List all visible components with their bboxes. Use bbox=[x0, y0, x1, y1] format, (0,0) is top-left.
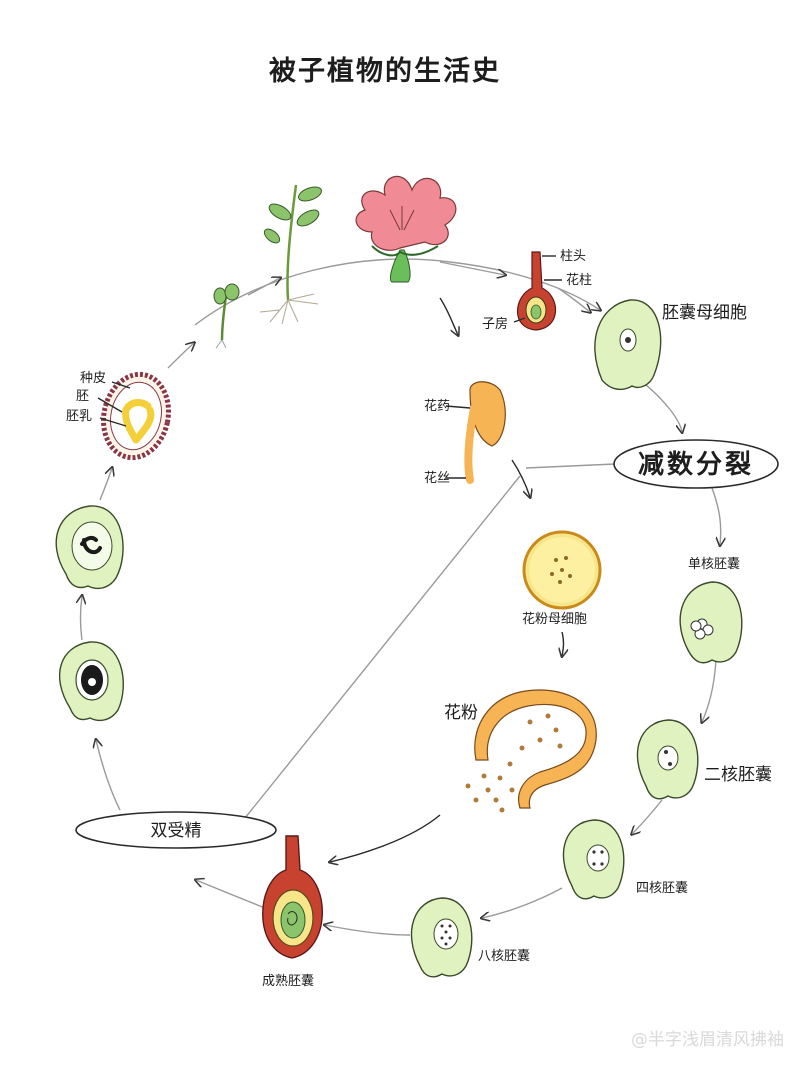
ovule-binucleate bbox=[636, 719, 699, 800]
label-anther: 花药 bbox=[424, 398, 450, 414]
pollen-to-sac-arrow bbox=[330, 814, 441, 862]
seedling-small bbox=[213, 283, 240, 349]
label-tetranucleate-sac: 四核胚囊 bbox=[636, 880, 688, 896]
label-pollen-mother-cell: 花粉母细胞 bbox=[522, 611, 587, 627]
ovule-developing-embryo bbox=[55, 505, 124, 590]
label-pollen: 花粉 bbox=[444, 703, 478, 723]
label-octonucleate-sac: 八核胚囊 bbox=[478, 948, 530, 964]
pollen-mother-arrow bbox=[562, 631, 564, 656]
ovule-tetranucleate bbox=[562, 819, 625, 900]
seedling-tall bbox=[259, 184, 322, 325]
watermark: @半字浅眉清风拂袖 bbox=[631, 1030, 784, 1050]
ovule-uninucleate bbox=[679, 581, 743, 664]
label-meiosis: 减数分裂 bbox=[638, 450, 754, 480]
cycle-path bbox=[81, 258, 721, 936]
label-mature-sac: 成熟胚囊 bbox=[262, 973, 314, 989]
label-filament: 花丝 bbox=[424, 470, 450, 486]
pollen-mother-cell bbox=[522, 530, 602, 610]
label-binucleate-sac: 二核胚囊 bbox=[704, 765, 772, 785]
stamen bbox=[445, 381, 506, 484]
label-stigma: 柱头 bbox=[560, 249, 586, 264]
mature-embryo-sac bbox=[262, 835, 323, 959]
ovule-octonucleate bbox=[410, 897, 473, 978]
label-uninucleate-sac: 单核胚囊 bbox=[688, 556, 740, 572]
double-fertilization-node: 双受精 bbox=[75, 811, 277, 849]
meiosis-node: 减数分裂 bbox=[613, 439, 779, 489]
label-style: 花柱 bbox=[566, 272, 592, 288]
label-endosperm: 胚乳 bbox=[66, 409, 92, 424]
flower bbox=[355, 175, 457, 283]
ovule-fertilized bbox=[59, 641, 124, 722]
label-embryo: 胚 bbox=[76, 389, 89, 404]
meiosis-line bbox=[525, 463, 616, 469]
diagram-title: 被子植物的生活史 bbox=[269, 55, 501, 87]
label-seed-coat: 种皮 bbox=[80, 371, 106, 386]
pistil-small bbox=[513, 251, 562, 331]
label-megaspore-mother-cell: 胚囊母细胞 bbox=[662, 303, 747, 323]
label-double-fertilization: 双受精 bbox=[151, 821, 202, 841]
seed bbox=[97, 371, 171, 461]
meiosis-diagonal bbox=[244, 475, 521, 819]
ovule-megaspore-mother-cell bbox=[594, 299, 662, 391]
pollen-grains bbox=[465, 689, 597, 813]
flower-to-anther-arrow bbox=[439, 297, 458, 335]
label-ovary: 子房 bbox=[482, 316, 508, 332]
anther-arrow bbox=[511, 459, 530, 497]
